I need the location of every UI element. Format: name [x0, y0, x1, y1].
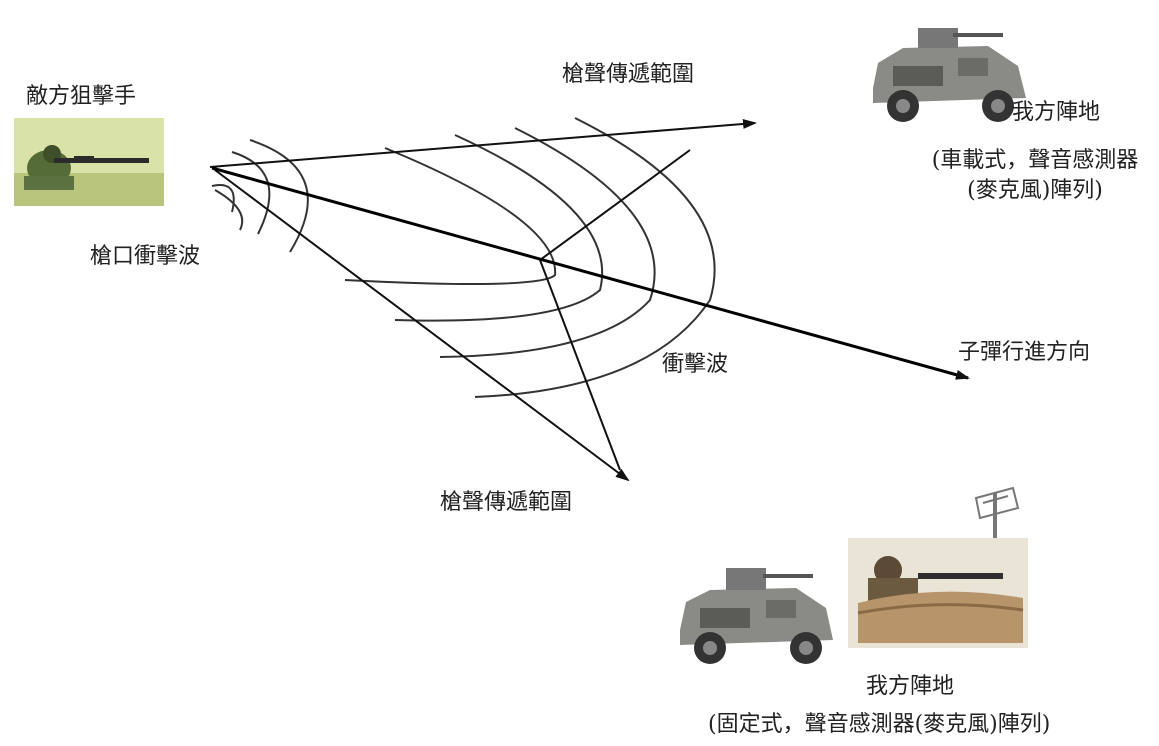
vehicle-array-line1: (車載式，聲音感測器 — [931, 148, 1139, 173]
vehicle-array-line2: (麥克風)陣列) — [967, 178, 1103, 203]
wavefront-line-up — [539, 149, 691, 261]
muzzle-blast-label: 槍口衝擊波 — [90, 244, 201, 269]
range-line-lower — [214, 169, 630, 482]
gunshot-range-bottom-label: 槍聲傳遞範圍 — [440, 490, 573, 515]
bullet-direction-label: 子彈行進方向 — [958, 340, 1091, 365]
fixed-array-label: (固定式，聲音感測器(麥克風)陣列) — [708, 712, 1051, 737]
range-line-upper — [209, 118, 757, 168]
shock-wave-arcs — [344, 117, 716, 398]
propagation-lines — [209, 118, 757, 482]
muzzle-blast-arcs — [211, 139, 309, 253]
shock-wave-label: 衝擊波 — [662, 352, 729, 377]
sniper-photo — [14, 118, 164, 206]
our-position-bottom-label: 我方陣地 — [866, 674, 955, 699]
our-position-top-label: 我方陣地 — [1012, 100, 1101, 125]
vehicle-bottom-photo — [668, 560, 843, 670]
bullet-trajectory-arrow — [211, 166, 970, 380]
gunshot-range-top-label: 槍聲傳遞範圍 — [562, 62, 695, 87]
soldier-antenna-photo — [848, 478, 1028, 648]
enemy-sniper-label: 敵方狙擊手 — [26, 84, 137, 109]
wavefront-line-down — [539, 259, 621, 471]
vehicle-top-photo — [858, 18, 1038, 128]
